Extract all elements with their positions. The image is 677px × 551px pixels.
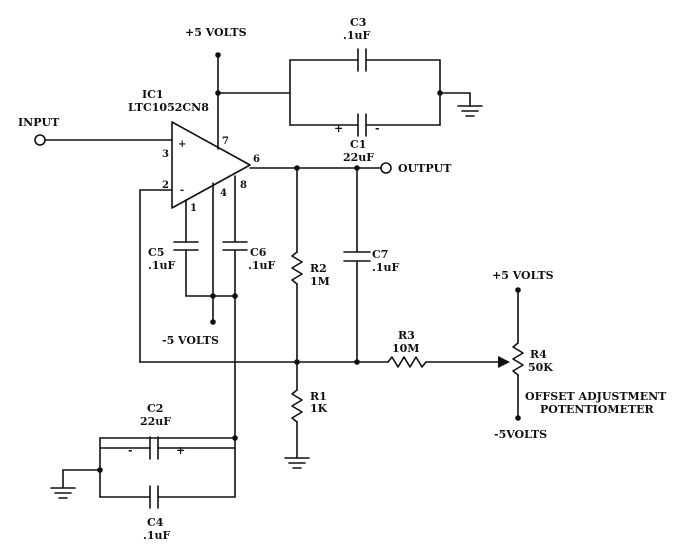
c7-value-label: .1uF — [372, 261, 399, 274]
c5-value-label: .1uF — [148, 259, 175, 272]
pin-2-label: 2 — [162, 180, 169, 191]
c2-value-label: 22uF — [140, 415, 171, 428]
junction-dot — [515, 415, 521, 421]
pin-3-label: 3 — [162, 149, 169, 160]
pin-6-label: 6 — [253, 154, 260, 165]
pin-1-label: 1 — [190, 203, 197, 214]
r1-resistor — [291, 389, 303, 423]
c1-name-label: C1 — [350, 138, 366, 151]
output-label: OUTPUT — [398, 162, 452, 175]
ic-name-label: IC1 — [142, 88, 164, 101]
c4-name-label: C4 — [147, 516, 164, 529]
pin-4-label: 4 — [220, 188, 227, 199]
r4-potentiometer[interactable] — [512, 342, 524, 376]
output-terminal[interactable] — [380, 162, 392, 174]
c2-name-label: C2 — [147, 402, 163, 415]
opamp-plus-label: + — [178, 139, 186, 150]
c1-minus-label: - — [375, 122, 380, 135]
pin-7-label: 7 — [222, 136, 229, 147]
r3-name-label: R3 — [398, 329, 415, 342]
r2-name-label: R2 — [310, 262, 327, 275]
c5-name-label: C5 — [148, 246, 164, 259]
r3-value-label: 10M — [392, 342, 419, 355]
c2-minus-label: - — [128, 444, 133, 457]
r1-value-label: 1K — [310, 402, 328, 415]
minus5-label: -5 VOLTS — [162, 334, 219, 347]
r4-name-label: R4 — [530, 348, 547, 361]
c6-value-label: .1uF — [248, 259, 275, 272]
junction-dot — [515, 287, 521, 293]
input-terminal[interactable] — [34, 134, 46, 146]
op-amp-symbol — [171, 121, 251, 209]
junction-dot — [215, 52, 221, 58]
pin-8-label: 8 — [240, 180, 247, 191]
junction-dot — [232, 293, 238, 299]
ic-part-label: LTC1052CN8 — [128, 101, 209, 114]
input-label: INPUT — [18, 116, 60, 129]
junction-dot — [210, 319, 216, 325]
offset-adjustment-label: OFFSET ADJUSTMENT — [525, 390, 667, 403]
c3-name-label: C3 — [350, 16, 366, 29]
r2-resistor — [291, 251, 303, 285]
c1-plus-label: + — [334, 122, 343, 135]
r4-value-label: 50K — [528, 361, 553, 374]
plus5-top-label: +5 VOLTS — [185, 26, 247, 39]
r3-resistor — [387, 356, 427, 368]
r2-value-label: 1M — [310, 275, 330, 288]
c6-name-label: C6 — [250, 246, 267, 259]
junction-dot — [210, 293, 216, 299]
c3-value-label: .1uF — [343, 29, 370, 42]
c2-plus-label: + — [176, 444, 185, 457]
c7-name-label: C7 — [372, 248, 388, 261]
plus5-right-label: +5 VOLTS — [492, 269, 554, 282]
r1-name-label: R1 — [310, 390, 327, 403]
c4-value-label: .1uF — [143, 529, 170, 542]
potentiometer-label: POTENTIOMETER — [540, 403, 655, 416]
wiper-arrow — [498, 356, 510, 368]
c1-value-label: 22uF — [343, 151, 374, 164]
opamp-minus-label: - — [180, 185, 184, 196]
minus5-right-label: -5VOLTS — [494, 428, 547, 441]
